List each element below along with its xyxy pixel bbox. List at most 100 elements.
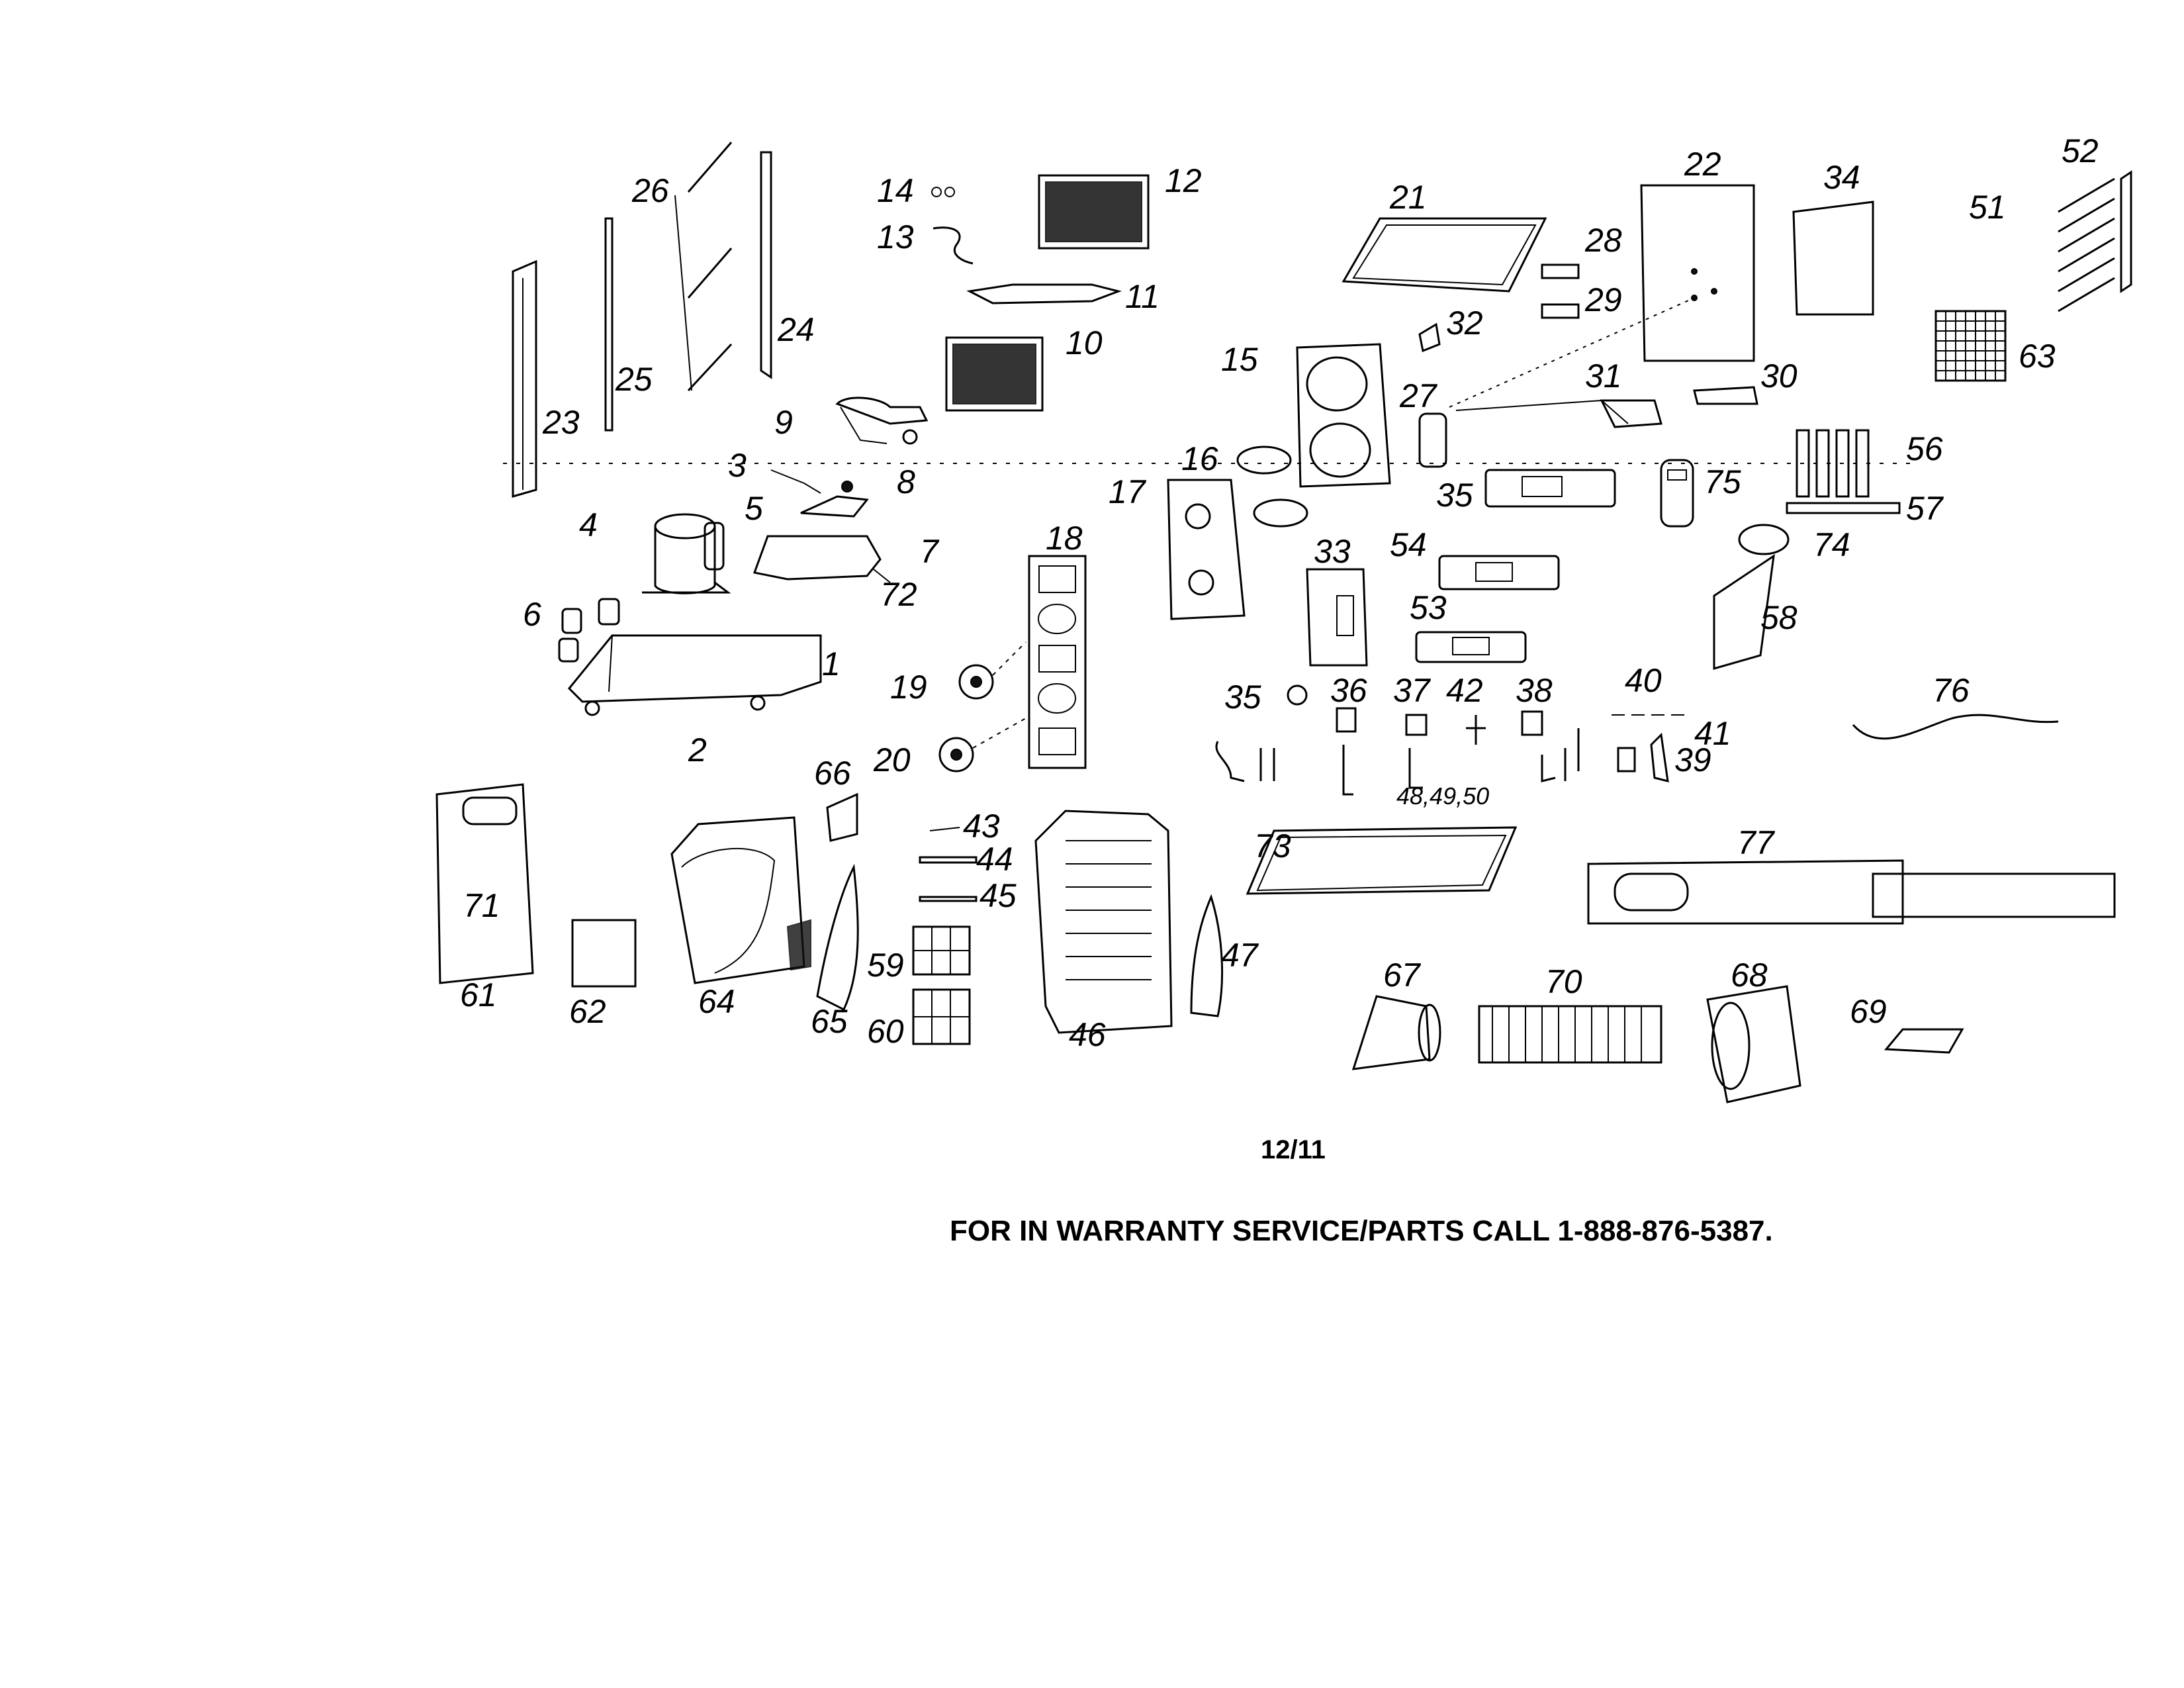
callout-42: 42 bbox=[1446, 672, 1483, 709]
callout-51: 51 bbox=[1969, 189, 2006, 226]
part-54-control-panel bbox=[1438, 555, 1560, 590]
callout-1: 1 bbox=[822, 645, 841, 682]
part-38-switch bbox=[1521, 710, 1580, 782]
callout-34: 34 bbox=[1823, 159, 1860, 196]
callout-68: 68 bbox=[1731, 957, 1768, 994]
callout-72: 72 bbox=[880, 576, 917, 613]
callout-56: 56 bbox=[1906, 430, 1943, 467]
callout-77: 77 bbox=[1737, 824, 1776, 861]
part-7-drain-pan bbox=[752, 535, 882, 581]
callout-14: 14 bbox=[877, 172, 914, 209]
part-66-handle bbox=[826, 792, 858, 842]
warranty-note: FOR IN WARRANTY SERVICE/PARTS CALL 1-888… bbox=[950, 1215, 1773, 1247]
part-67-adapter bbox=[1351, 995, 1441, 1070]
part-32-valve bbox=[1418, 322, 1441, 353]
callout-31: 31 bbox=[1585, 357, 1622, 395]
callout-64: 64 bbox=[698, 983, 735, 1020]
callout-76: 76 bbox=[1933, 672, 1970, 709]
part-69-seal bbox=[1884, 1028, 1964, 1054]
callout-16: 16 bbox=[1181, 440, 1218, 477]
part-23-side-rail bbox=[512, 259, 537, 498]
part-22-side-panel bbox=[1640, 184, 1755, 362]
part-36-switch bbox=[1336, 707, 1357, 796]
callout-52: 52 bbox=[2062, 132, 2099, 169]
callout-15: 15 bbox=[1221, 341, 1258, 378]
callout-25: 25 bbox=[615, 361, 653, 398]
callout-63: 63 bbox=[2019, 338, 2056, 375]
callout-57: 57 bbox=[1906, 490, 1944, 527]
part-58-duct bbox=[1713, 553, 1775, 670]
part-51-louvers bbox=[2058, 177, 2115, 312]
part-24-rail bbox=[760, 151, 772, 379]
part-42-pin bbox=[1466, 715, 1486, 745]
callout-36: 36 bbox=[1330, 672, 1367, 709]
callout-3: 3 bbox=[728, 447, 747, 484]
callout-35-sensor: 35 bbox=[1224, 679, 1261, 716]
part-15-scroll-housing bbox=[1296, 343, 1391, 488]
part-12-evaporator bbox=[1038, 174, 1150, 250]
part-70-exhaust-hose bbox=[1478, 1005, 1662, 1064]
part-13-tube bbox=[933, 226, 974, 265]
part-53-control-panel bbox=[1415, 631, 1527, 663]
part-14-clips bbox=[931, 187, 955, 197]
part-77-window-kit bbox=[1587, 859, 2116, 925]
callout-9: 9 bbox=[774, 404, 793, 441]
part-33-pcb bbox=[1306, 568, 1368, 667]
part-11-tray bbox=[966, 283, 1122, 305]
callout-7: 7 bbox=[920, 533, 940, 570]
callout-37: 37 bbox=[1393, 672, 1432, 709]
part-28-clip bbox=[1541, 263, 1580, 279]
callout-20: 20 bbox=[873, 741, 911, 778]
callout-33: 33 bbox=[1314, 533, 1351, 570]
part-25-rail bbox=[604, 217, 614, 432]
callout-74: 74 bbox=[1813, 526, 1850, 563]
part-63-filter-grid bbox=[1934, 310, 2007, 382]
part-16-fan-wheel bbox=[1236, 445, 1308, 528]
part-41-relay bbox=[1617, 732, 1669, 782]
callout-18: 18 bbox=[1046, 520, 1083, 557]
part-21-top-panel bbox=[1342, 217, 1547, 293]
callout-13: 13 bbox=[877, 218, 914, 256]
callout-2: 2 bbox=[688, 731, 707, 769]
callout-24: 24 bbox=[777, 311, 815, 348]
callout-61: 61 bbox=[460, 976, 497, 1013]
callout-11: 11 bbox=[1125, 278, 1160, 315]
part-75-remote bbox=[1660, 459, 1694, 528]
callout-59: 59 bbox=[867, 947, 904, 984]
callout-27: 27 bbox=[1399, 377, 1438, 414]
callout-5: 5 bbox=[745, 490, 763, 527]
part-6-capacitor bbox=[558, 598, 620, 663]
part-73-panel bbox=[1246, 826, 1518, 895]
part-9-valve-assembly bbox=[835, 397, 929, 445]
callout-67: 67 bbox=[1383, 957, 1422, 994]
part-45-strip bbox=[919, 896, 978, 902]
callout-39: 39 bbox=[1674, 741, 1711, 778]
part-31-wiring bbox=[1449, 297, 1695, 428]
part-74-cap bbox=[1738, 524, 1790, 555]
callout-48-49-50: 48,49,50 bbox=[1396, 782, 1489, 810]
part-64-rear-cabinet bbox=[670, 816, 811, 984]
callout-17: 17 bbox=[1109, 473, 1147, 510]
callout-46: 46 bbox=[1069, 1016, 1106, 1053]
callout-47: 47 bbox=[1221, 937, 1259, 974]
callout-58: 58 bbox=[1760, 599, 1797, 636]
part-30-bracket bbox=[1693, 386, 1758, 405]
callout-23: 23 bbox=[542, 404, 580, 441]
part-20-motor bbox=[938, 718, 1026, 773]
callout-73: 73 bbox=[1254, 827, 1291, 865]
part-62-label bbox=[571, 919, 637, 988]
part-44-strip bbox=[919, 856, 978, 864]
callout-29: 29 bbox=[1584, 281, 1622, 318]
part-4-compressor bbox=[642, 513, 731, 594]
callout-69: 69 bbox=[1850, 993, 1887, 1030]
part-76-cord bbox=[1852, 714, 2059, 740]
part-27-capacitor bbox=[1418, 412, 1447, 468]
part-57-rail bbox=[1786, 502, 1901, 514]
callout-60: 60 bbox=[867, 1013, 904, 1050]
callout-66: 66 bbox=[814, 755, 851, 792]
callout-labels: 1 2 3 4 5 6 7 8 9 10 11 12 13 14 15 16 1… bbox=[460, 132, 2099, 1053]
date-code: 12/11 bbox=[1261, 1135, 1326, 1164]
part-72-drain-cap bbox=[873, 569, 891, 583]
callout-4: 4 bbox=[579, 506, 598, 543]
